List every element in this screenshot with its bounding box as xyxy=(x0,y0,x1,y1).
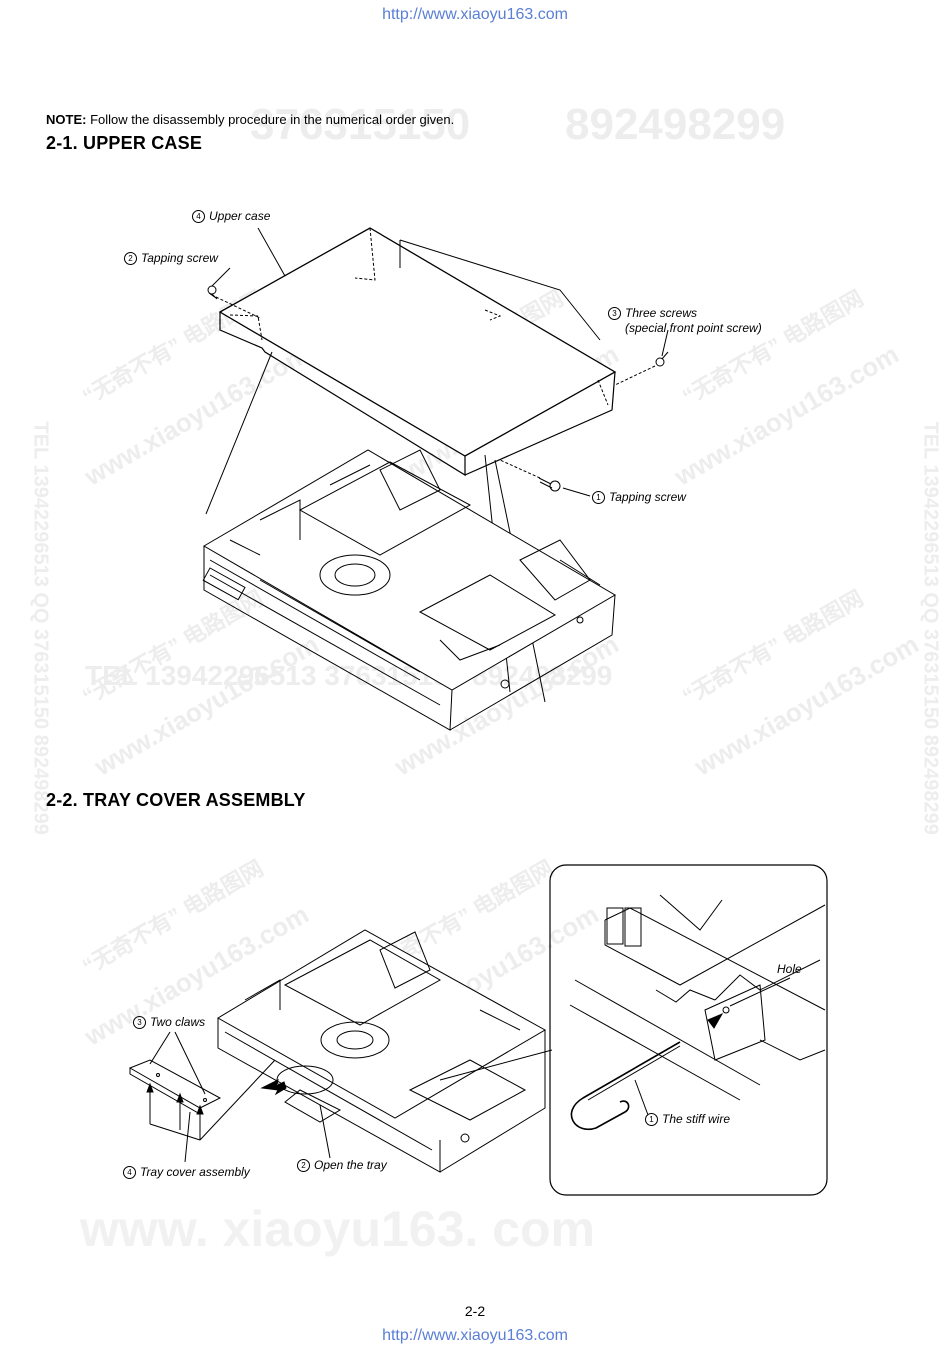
callout-number: 2 xyxy=(124,252,137,265)
callout-number: 1 xyxy=(592,491,605,504)
callout-number: 2 xyxy=(297,1159,310,1172)
callout-tray-cover-assembly: 4 Tray cover assembly xyxy=(123,1165,250,1179)
callout-number: 3 xyxy=(608,307,621,320)
callout-text: Two claws xyxy=(150,1015,206,1029)
callout-two-claws: 3 Two claws xyxy=(133,1015,205,1029)
page-number: 2-2 xyxy=(464,1303,486,1319)
detail-inset xyxy=(549,864,828,1196)
watermark-number: 376315150 xyxy=(250,100,471,149)
watermark-url: www. xiaoyu163. com xyxy=(80,1201,596,1257)
chassis-drawing xyxy=(202,449,616,731)
section-title-upper-case: 2-1. UPPER CASE xyxy=(46,133,203,153)
three-screws-3 xyxy=(655,351,669,367)
tapping-screw-2 xyxy=(207,285,218,300)
callout-three-screws: 3 Three screws xyxy=(608,306,697,320)
callout-text: Hole xyxy=(777,962,802,976)
footer-url[interactable]: http://www.xiaoyu163.com xyxy=(382,1327,568,1344)
callout-tapping-screw-2: 2 Tapping screw xyxy=(124,251,218,265)
section-title-tray-cover: 2-2. TRAY COVER ASSEMBLY xyxy=(46,790,306,810)
callout-upper-case: 4 Upper case xyxy=(192,209,270,223)
note-label: NOTE: xyxy=(46,112,87,127)
callout-hole: Hole xyxy=(777,962,802,976)
tray-cover-part xyxy=(128,1059,222,1115)
callout-three-screws-note: (special front point screw) xyxy=(625,321,762,335)
note-text: Follow the disassembly procedure in the … xyxy=(86,112,455,127)
callout-text: Tray cover assembly xyxy=(140,1165,250,1179)
callout-text: Tapping screw xyxy=(141,251,218,265)
watermark-number: 892498299 xyxy=(565,100,786,149)
callout-text: Open the tray xyxy=(314,1158,387,1172)
tray-cover-chassis-drawing xyxy=(217,929,547,1173)
procedure-note: NOTE: Follow the disassembly procedure i… xyxy=(46,112,454,127)
callout-number: 4 xyxy=(123,1166,136,1179)
callout-number: 4 xyxy=(192,210,205,223)
callout-text: Upper case xyxy=(209,209,271,223)
callout-text: Three screws xyxy=(625,306,698,320)
callout-number: 1 xyxy=(645,1113,658,1126)
header-url[interactable]: http://www.xiaoyu163.com xyxy=(382,6,568,23)
callout-text: (special front point screw) xyxy=(625,321,762,335)
upper-case-drawing xyxy=(218,227,617,477)
callout-stiff-wire: 1 The stiff wire xyxy=(645,1112,730,1126)
callout-text: Tapping screw xyxy=(609,490,686,504)
callout-open-tray: 2 Open the tray xyxy=(297,1158,387,1172)
tapping-screw-1 xyxy=(538,477,561,492)
callout-tapping-screw-1: 1 Tapping screw xyxy=(592,490,686,504)
callout-text: The stiff wire xyxy=(662,1112,731,1126)
callout-number: 3 xyxy=(133,1016,146,1029)
inset-detail-drawing xyxy=(569,894,826,1131)
